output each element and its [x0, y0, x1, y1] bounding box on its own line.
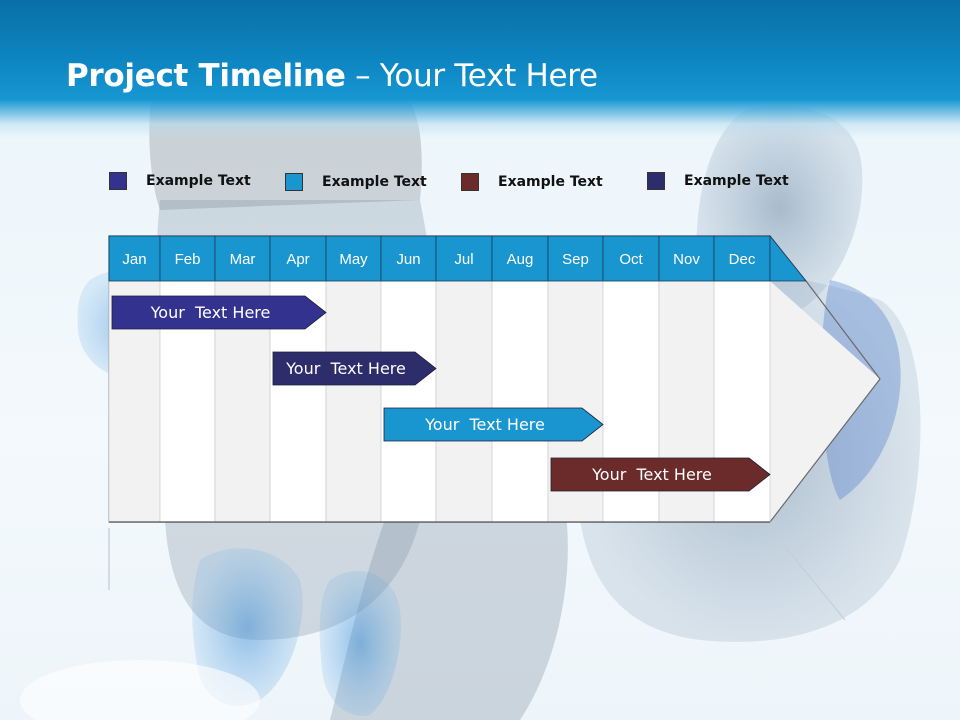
- month-header-jan: [108, 235, 161, 282]
- month-label-nov: Nov: [673, 251, 700, 268]
- month-column-may: [325, 280, 382, 523]
- month-header-jun: [380, 235, 437, 282]
- month-column-jun: [380, 280, 437, 523]
- timeline-bar-4: Your Text Here: [550, 457, 771, 492]
- timeline-bar-label-4: Your Text Here: [591, 465, 712, 484]
- legend-label-2: Example Text: [322, 174, 427, 190]
- legend-item-3: Example Text: [461, 172, 603, 192]
- timeline-bar-label-3: Your Text Here: [424, 415, 545, 434]
- month-header-sep: [547, 235, 604, 282]
- legend-label-4: Example Text: [684, 173, 789, 189]
- legend-swatch-4: [647, 172, 665, 190]
- legend-swatch-3: [461, 173, 479, 191]
- timeline-bar-2: Your Text Here: [272, 351, 437, 386]
- legend-label-1: Example Text: [146, 173, 251, 189]
- legend-swatch-2: [285, 173, 303, 191]
- month-header-mar: [214, 235, 271, 282]
- month-header-aug: [491, 235, 549, 282]
- month-label-jun: Jun: [396, 251, 420, 268]
- month-header-dec: [713, 235, 771, 282]
- month-header-feb: [159, 235, 216, 282]
- page-title-bold: Project Timeline: [66, 58, 346, 94]
- month-header-jul: [435, 235, 493, 282]
- arrowhead-body: [770, 281, 880, 522]
- month-column-aug: [491, 280, 549, 523]
- page-title-rest: – Your Text Here: [345, 58, 598, 94]
- month-label-apr: Apr: [286, 251, 309, 268]
- legend-label-3: Example Text: [498, 174, 603, 190]
- month-label-jul: Jul: [454, 251, 473, 268]
- timeline-bar-shape-2: [272, 351, 437, 386]
- month-label-mar: Mar: [230, 251, 256, 268]
- legend-item-1: Example Text: [109, 171, 251, 191]
- month-column-jul: [435, 280, 493, 523]
- timeline-bar-1: Your Text Here: [111, 295, 327, 330]
- timeline-bar-shape-1: [111, 295, 327, 330]
- timeline-bar-label-1: Your Text Here: [150, 303, 271, 322]
- month-label-dec: Dec: [729, 251, 756, 268]
- month-label-aug: Aug: [507, 251, 534, 268]
- timeline-bar-shape-3: [383, 407, 604, 442]
- month-label-sep: Sep: [562, 251, 589, 268]
- month-label-oct: Oct: [619, 251, 643, 268]
- month-label-jan: Jan: [122, 251, 146, 268]
- timeline-bar-3: Your Text Here: [383, 407, 604, 442]
- reflection-edge-right: [769, 527, 846, 621]
- header-band: [0, 0, 960, 138]
- legend-item-4: Example Text: [647, 171, 789, 191]
- month-header-oct: [602, 235, 660, 282]
- month-label-feb: Feb: [175, 251, 201, 268]
- month-label-may: May: [339, 251, 368, 268]
- header-arrow-tip: [769, 234, 807, 282]
- timeline-bar-label-2: Your Text Here: [285, 359, 406, 378]
- page-title: Project Timeline – Your Text Here: [66, 58, 598, 94]
- legend-item-2: Example Text: [285, 172, 427, 192]
- timeline-bar-shape-4: [550, 457, 771, 492]
- month-header-apr: [269, 235, 327, 282]
- legend-swatch-1: [109, 172, 127, 190]
